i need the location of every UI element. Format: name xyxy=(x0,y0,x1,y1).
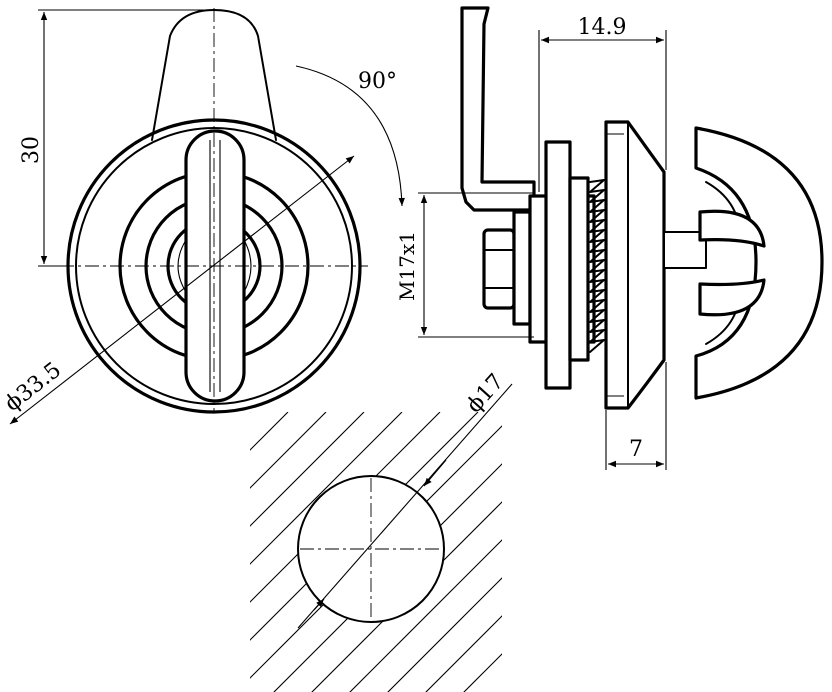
hatch-line xyxy=(250,412,403,565)
hatch-line xyxy=(349,539,502,692)
hatch-line xyxy=(250,412,441,603)
side-crescent-handle xyxy=(694,126,824,400)
side-thread-collar xyxy=(568,176,590,362)
side-head-dome xyxy=(604,120,666,410)
side-washer xyxy=(512,210,532,326)
thread-label: M17x1 xyxy=(395,231,419,301)
hatch-line xyxy=(250,412,289,451)
rotation-indicator: 90° xyxy=(295,65,405,207)
hatch-line xyxy=(463,653,502,692)
side-spring xyxy=(589,179,605,353)
rotation-label: 90° xyxy=(358,69,397,94)
hatch-line xyxy=(250,412,327,489)
dimension-body-length: 14.9 xyxy=(538,15,667,192)
outer-diameter-label: ϕ33.5 xyxy=(0,358,66,417)
head-thickness-label: 7 xyxy=(629,437,643,462)
hatch-line xyxy=(250,412,365,527)
hatch-line xyxy=(250,412,251,413)
side-view xyxy=(460,6,824,410)
side-flange-nut xyxy=(544,140,572,390)
height-label: 30 xyxy=(19,136,44,164)
side-nut xyxy=(482,228,516,310)
panel-cutout-view: ϕ17 xyxy=(250,369,513,692)
dimension-thread: M17x1 xyxy=(395,192,534,338)
side-cam-tongue xyxy=(460,6,536,212)
dimension-head-thickness: 7 xyxy=(605,362,667,470)
side-handle-loops xyxy=(698,209,766,317)
hatch-line xyxy=(425,615,502,692)
cutout-diameter-label: ϕ17 xyxy=(462,369,509,418)
front-view xyxy=(60,8,368,414)
body-length-label: 14.9 xyxy=(578,15,627,40)
hatch-line xyxy=(387,577,502,692)
